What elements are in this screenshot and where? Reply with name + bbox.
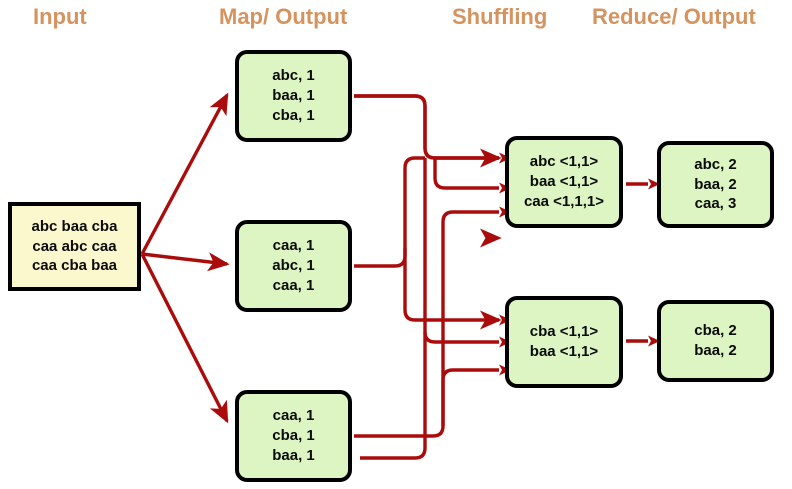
wire-c: [354, 248, 407, 268]
wire-map1-to-shuffle1: [354, 94, 502, 168]
shuffle-group-node-2[interactable]: cba <1,1> baa <1,1>: [505, 296, 623, 388]
map3-line-3: baa, 1: [272, 446, 315, 464]
phase-title-reduce-output: Reduce/ Output: [592, 4, 756, 29]
reduce-output-node-1[interactable]: abc, 2 baa, 2 caa, 3: [657, 141, 774, 228]
phase-title-map-output: Map/ Output: [219, 4, 348, 29]
wire-d: [354, 210, 499, 438]
map1-line-2: baa, 1: [272, 87, 315, 105]
wire-map2-to-shuffle1: [479, 228, 502, 248]
map-output-node-3[interactable]: caa, 1 cba, 1 baa, 1: [235, 390, 352, 482]
map-output-node-2[interactable]: caa, 1 abc, 1 caa, 1: [235, 220, 352, 312]
phase-title-input: Input: [33, 4, 87, 29]
map3-line-2: cba, 1: [272, 427, 315, 445]
reduce1-line-3: caa, 3: [694, 195, 737, 213]
input-split-node[interactable]: abc baa cba caa abc caa caa cba baa: [8, 202, 141, 291]
wire-b2: [360, 447, 427, 460]
reduce2-line-2: baa, 2: [694, 342, 737, 359]
map2-line-3: caa, 1: [272, 276, 315, 294]
wire-input-to-map-1: [140, 92, 229, 255]
map2-line-1: caa, 1: [272, 237, 315, 255]
wire-g: [441, 368, 499, 381]
map3-line-1: caa, 1: [272, 407, 315, 425]
input-line-3: caa cba baa: [31, 257, 118, 275]
shuffle1-line-2: baa <1,1>: [529, 173, 599, 191]
reduce1-line-2: baa, 2: [694, 175, 737, 193]
wire-input-to-map-3: [140, 253, 229, 424]
reduce-output-node-2[interactable]: cba, 2 baa, 2: [657, 300, 774, 382]
reduce1-line-1: abc, 2: [694, 155, 737, 173]
map2-line-2: abc, 1: [272, 257, 315, 275]
wire-map1-to-shuffle2: [479, 310, 502, 330]
shuffle1-line-1: abc <1,1>: [529, 153, 599, 171]
phase-title-shuffling: Shuffling: [452, 4, 548, 29]
shuffle2-line-2: baa <1,1>: [529, 343, 599, 360]
shuffle1-line-3: caa <1,1,1>: [523, 192, 605, 210]
wire-c2: [403, 156, 425, 248]
wire-c3: [433, 158, 499, 190]
reduce2-line-1: cba, 2: [694, 322, 737, 340]
input-line-1: abc baa cba: [31, 217, 118, 235]
wire-e: [403, 248, 499, 322]
input-line-2: caa abc caa: [32, 237, 117, 255]
map1-line-3: cba, 1: [272, 106, 315, 124]
shuffle-group-node-1[interactable]: abc <1,1> baa <1,1> caa <1,1,1>: [505, 136, 623, 228]
wire-input-to-map-2: [141, 252, 230, 272]
map1-line-1: abc, 1: [272, 67, 315, 85]
wire-a: [354, 94, 499, 160]
wire-f: [423, 331, 499, 344]
map-output-node-1[interactable]: abc, 1 baa, 1 cba, 1: [235, 50, 352, 142]
shuffle2-line-1: cba <1,1>: [529, 323, 599, 341]
